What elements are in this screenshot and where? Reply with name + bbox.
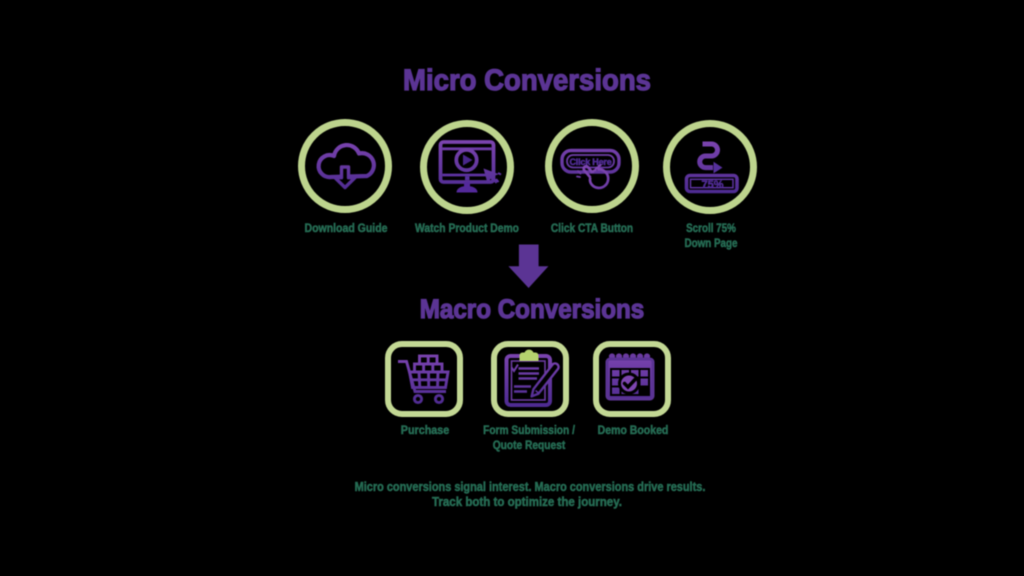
svg-text:Click Here: Click Here <box>569 156 611 166</box>
svg-text:75%: 75% <box>701 179 723 191</box>
